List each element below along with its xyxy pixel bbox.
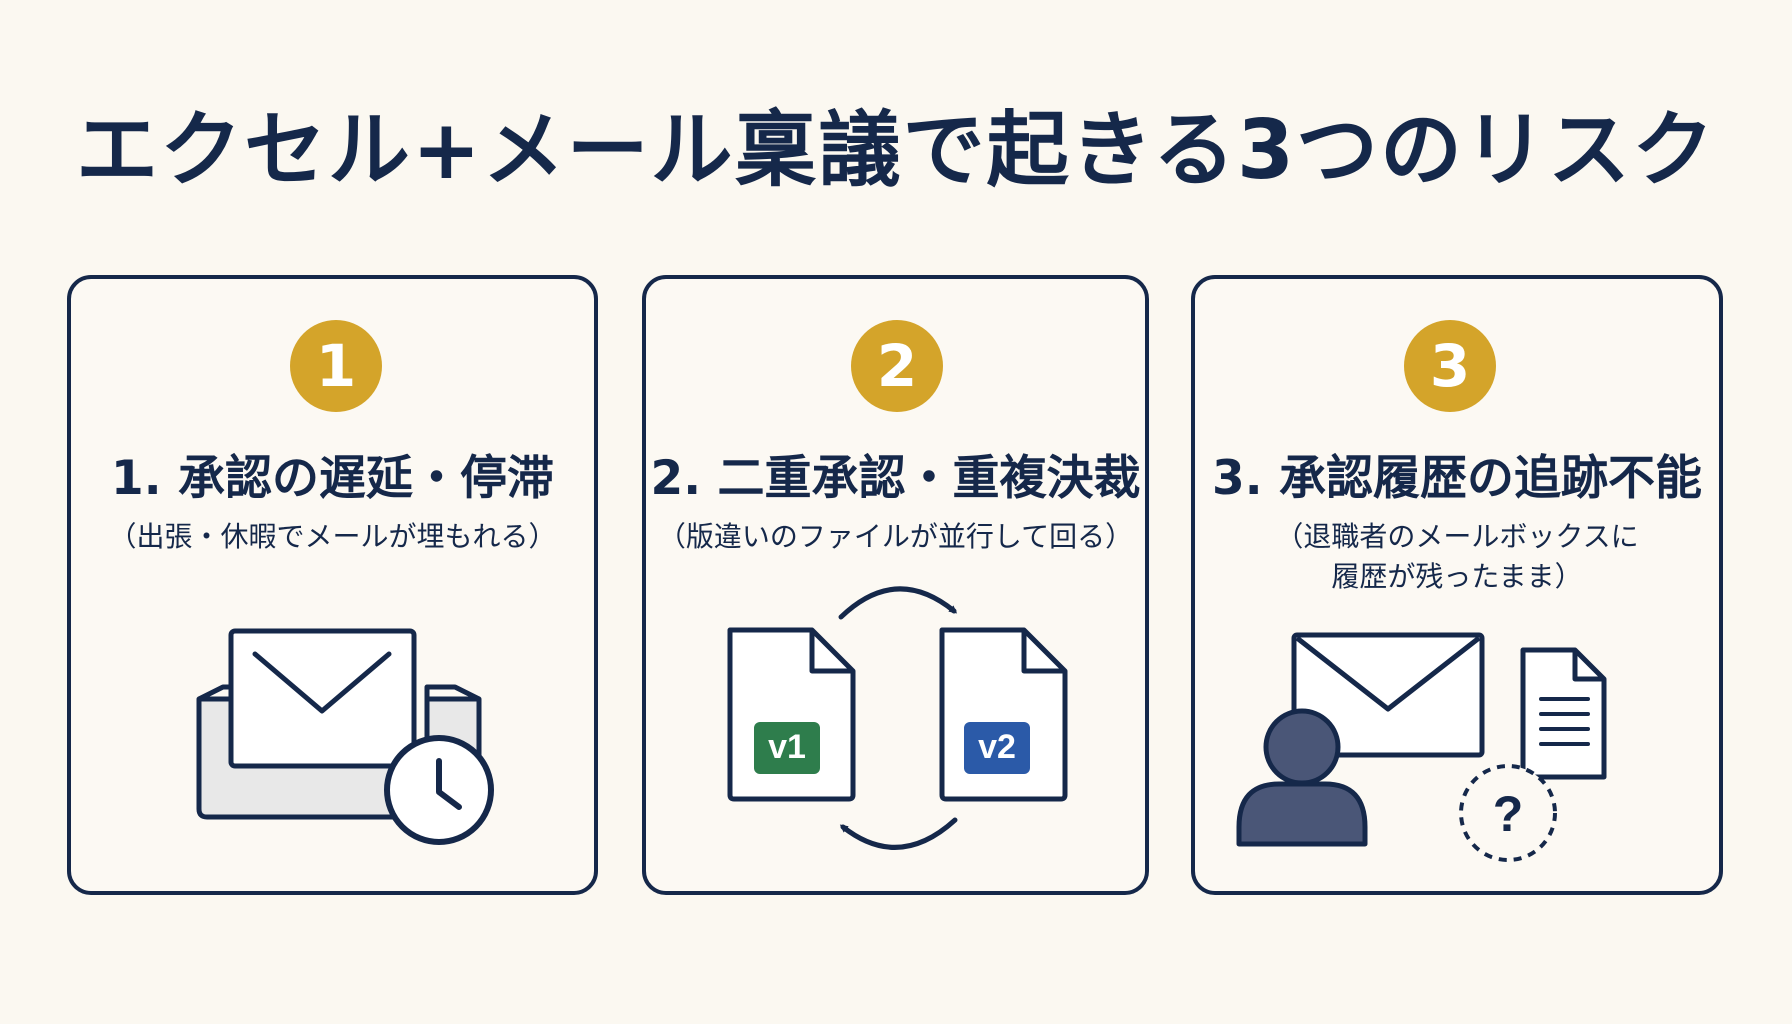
file-v2-icon: v2 xyxy=(939,627,1068,802)
document-icon xyxy=(1520,647,1607,780)
envelope-icon xyxy=(1291,632,1485,758)
clock-icon xyxy=(384,735,494,845)
person-icon xyxy=(1236,708,1368,847)
delay-illustration xyxy=(196,628,494,845)
card-title: 2. 二重承認・重複決裁 xyxy=(650,451,1141,506)
question-mark: ? xyxy=(1493,786,1524,842)
file-version-label: v2 xyxy=(978,728,1016,766)
number-badge: 2 xyxy=(851,320,943,412)
card-subtitle: （出張・休暇でメールが埋もれる） xyxy=(108,520,557,553)
file-v1-icon: v1 xyxy=(727,627,856,802)
card-title: 1. 承認の遅延・停滞 xyxy=(111,451,554,506)
card-title: 3. 承認履歴の追跡不能 xyxy=(1212,451,1702,506)
duplicate-illustration: v1 v2 xyxy=(727,586,1068,850)
number-badge: 1 xyxy=(290,320,382,412)
card-subtitle-line: （退職者のメールボックスに xyxy=(1275,520,1639,553)
file-version-label: v1 xyxy=(768,728,806,766)
untraceable-illustration: ? xyxy=(1236,632,1607,862)
card-subtitle: （退職者のメールボックスに 履歴が残ったまま） xyxy=(1195,517,1719,597)
card-subtitle: （版違いのファイルが並行して回る） xyxy=(657,520,1134,553)
question-icon: ? xyxy=(1459,764,1557,862)
envelope-icon xyxy=(228,628,417,769)
risk-card-untraceable: 3 3. 承認履歴の追跡不能 （退職者のメールボックスに 履歴が残ったまま） ? xyxy=(1191,275,1723,895)
cycle-arrows-icon xyxy=(838,586,958,850)
card-subtitle-line: 履歴が残ったまま） xyxy=(1331,560,1583,593)
risk-card-duplicate: 2 2. 二重承認・重複決裁 （版違いのファイルが並行して回る） v1 v2 xyxy=(642,275,1149,895)
risk-card-delay: 1 1. 承認の遅延・停滞 （出張・休暇でメールが埋もれる） xyxy=(67,275,598,895)
page-title: エクセル+メール稟議で起きる3つのリスク xyxy=(75,103,1717,198)
number-badge: 3 xyxy=(1404,320,1496,412)
